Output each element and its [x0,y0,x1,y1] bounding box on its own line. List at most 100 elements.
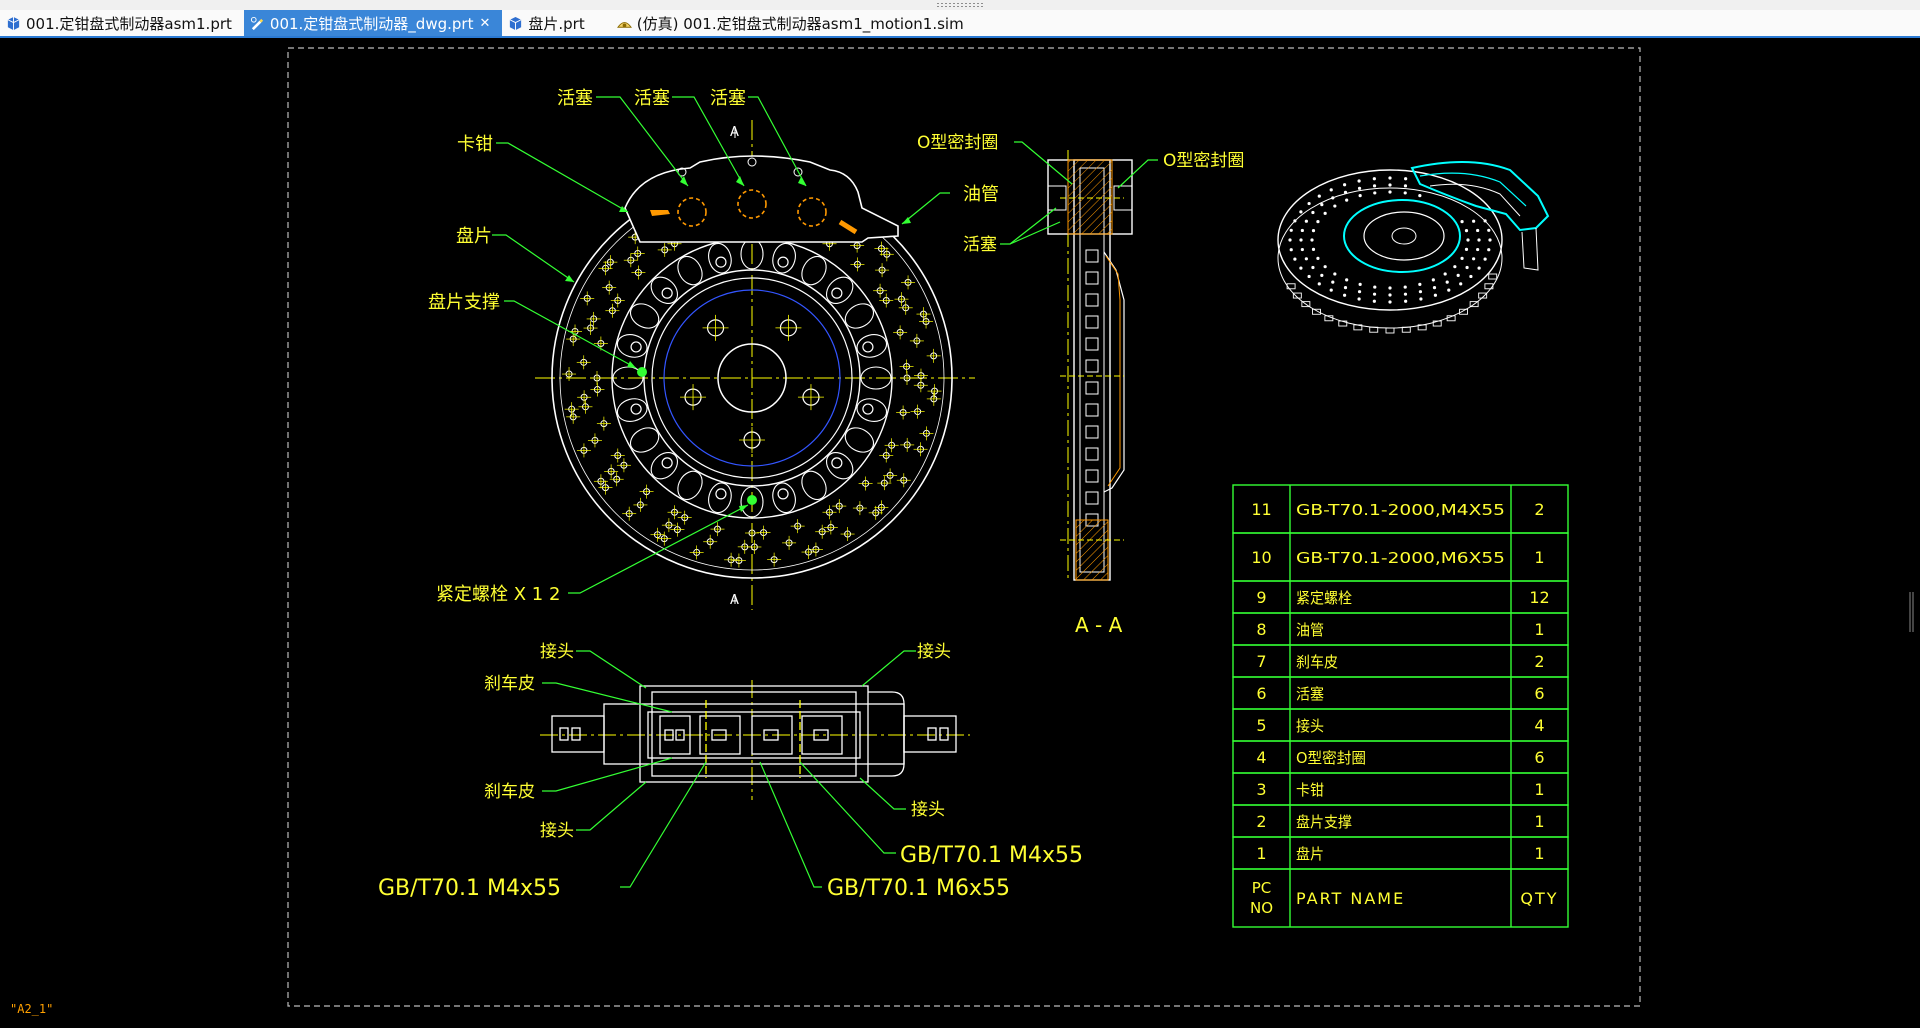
iso-hole [1469,274,1473,279]
iso-hole [1357,186,1362,190]
motion-sim-icon [616,21,632,28]
close-icon[interactable]: ✕ [479,15,491,31]
iso-vent [1353,324,1363,331]
iso-hole [1453,265,1457,269]
vent-slot [1085,381,1099,395]
front-view [535,120,975,610]
bom-cell-qty: 1 [1534,844,1544,863]
section-marker-bottom: A [730,593,739,608]
scallop [616,334,648,358]
label-pad-1: 刹车皮 [484,674,535,694]
iso-vent [1301,301,1311,308]
assembly-part-icon [7,16,20,30]
iso-hole [1311,265,1315,270]
iso-hole [1372,299,1376,303]
iso-hole [1476,228,1480,233]
bom-cell-qty: 6 [1534,684,1544,703]
scallop [629,427,660,453]
bom-cell-name: 盘片支撑 [1296,813,1352,831]
iso-hole [1329,188,1333,192]
bom-cell-qty: 1 [1534,620,1544,639]
iso-hole [1300,247,1304,252]
iso-hole [1311,229,1316,233]
label-disc: 盘片 [456,226,492,247]
bom-cell-name: 接头 [1296,717,1324,735]
iso-hole [1307,274,1311,279]
scallop [616,398,648,422]
bom-cell-no: 7 [1256,652,1266,671]
iso-hole [1358,194,1362,198]
iso-vent [1338,320,1348,327]
iso-hole [1293,219,1297,223]
bom-cell-name: 紧定螺栓 [1296,589,1352,607]
label-pad-2: 刹车皮 [484,782,535,802]
iso-hole [1311,247,1316,251]
scallop [844,427,875,453]
scallop [825,451,854,480]
window-top-strip [0,0,1920,10]
iso-hole [1343,183,1347,187]
set-bolt-hole [777,488,789,500]
bom-cell-no: 6 [1256,684,1266,703]
section-marker-top: A [730,125,739,140]
iso-hole [1289,228,1293,232]
vent-slot [1085,337,1099,351]
tab-drawing[interactable]: 001.定钳盘式制动器_dwg.prt ✕ [243,10,503,36]
scallop [772,482,796,514]
iso-hole [1373,285,1377,289]
iso-vent [1385,327,1395,334]
label-piston-2: 活塞 [634,88,670,109]
iso-vent [1312,308,1321,315]
tab-label: 盘片.prt [528,14,585,33]
bom-header-qty: QTY [1520,889,1558,908]
iso-hole [1404,299,1408,303]
iso-hole [1358,282,1362,286]
label-joint-1: 接头 [540,642,574,662]
scallop [772,242,796,274]
iso-vent [1432,320,1442,327]
iso-hole [1333,204,1337,208]
drag-grip[interactable] [936,2,984,7]
bom-cell-no: 1 [1256,844,1266,863]
tab-assembly[interactable]: 001.定钳盘式制动器asm1.prt [0,10,244,36]
scallop [629,303,660,329]
iso-hole [1465,265,1469,270]
iso-hole [1329,288,1333,292]
label-joint-2: 接头 [917,642,951,662]
tab-part[interactable]: 盘片.prt [502,10,596,36]
bom-cell-qty: 6 [1534,748,1544,767]
sheet-border [287,47,1641,1007]
resize-handle[interactable] [1908,592,1916,632]
scallop [856,334,888,358]
scallop [677,470,703,501]
iso-hole [1447,288,1451,292]
iso-hole [1288,238,1292,242]
bom-cell-name: 油管 [1296,621,1324,639]
bom-cell-qty: 2 [1534,500,1544,519]
drawing-canvas[interactable]: 活塞 活塞 活塞 卡钳 盘片 盘片支撑 油管 紧定螺栓 X 1 2 A A [0,38,1920,1026]
iso-vent [1446,315,1456,322]
front-view-callouts [492,96,950,594]
label-set-bolt: 紧定螺栓 X 1 2 [436,584,560,605]
vent-slot [1085,425,1099,439]
iso-hole [1320,203,1324,207]
iso-hole [1307,201,1311,206]
iso-vent [1478,292,1488,299]
scallop [844,303,875,329]
iso-hole [1388,286,1392,290]
scallop [856,398,888,422]
bom-cell-no: 2 [1256,812,1266,831]
tab-motion-sim[interactable]: (仿真) 001.定钳盘式制动器asm1_motion1.sim [611,10,976,36]
set-bolt-hole [777,256,789,268]
set-bolt-hole [630,403,642,415]
vent-slot [1085,491,1099,505]
bom-cell-no: 3 [1256,780,1266,799]
section-callouts [1000,141,1158,245]
bom-cell-no: 5 [1256,716,1266,735]
